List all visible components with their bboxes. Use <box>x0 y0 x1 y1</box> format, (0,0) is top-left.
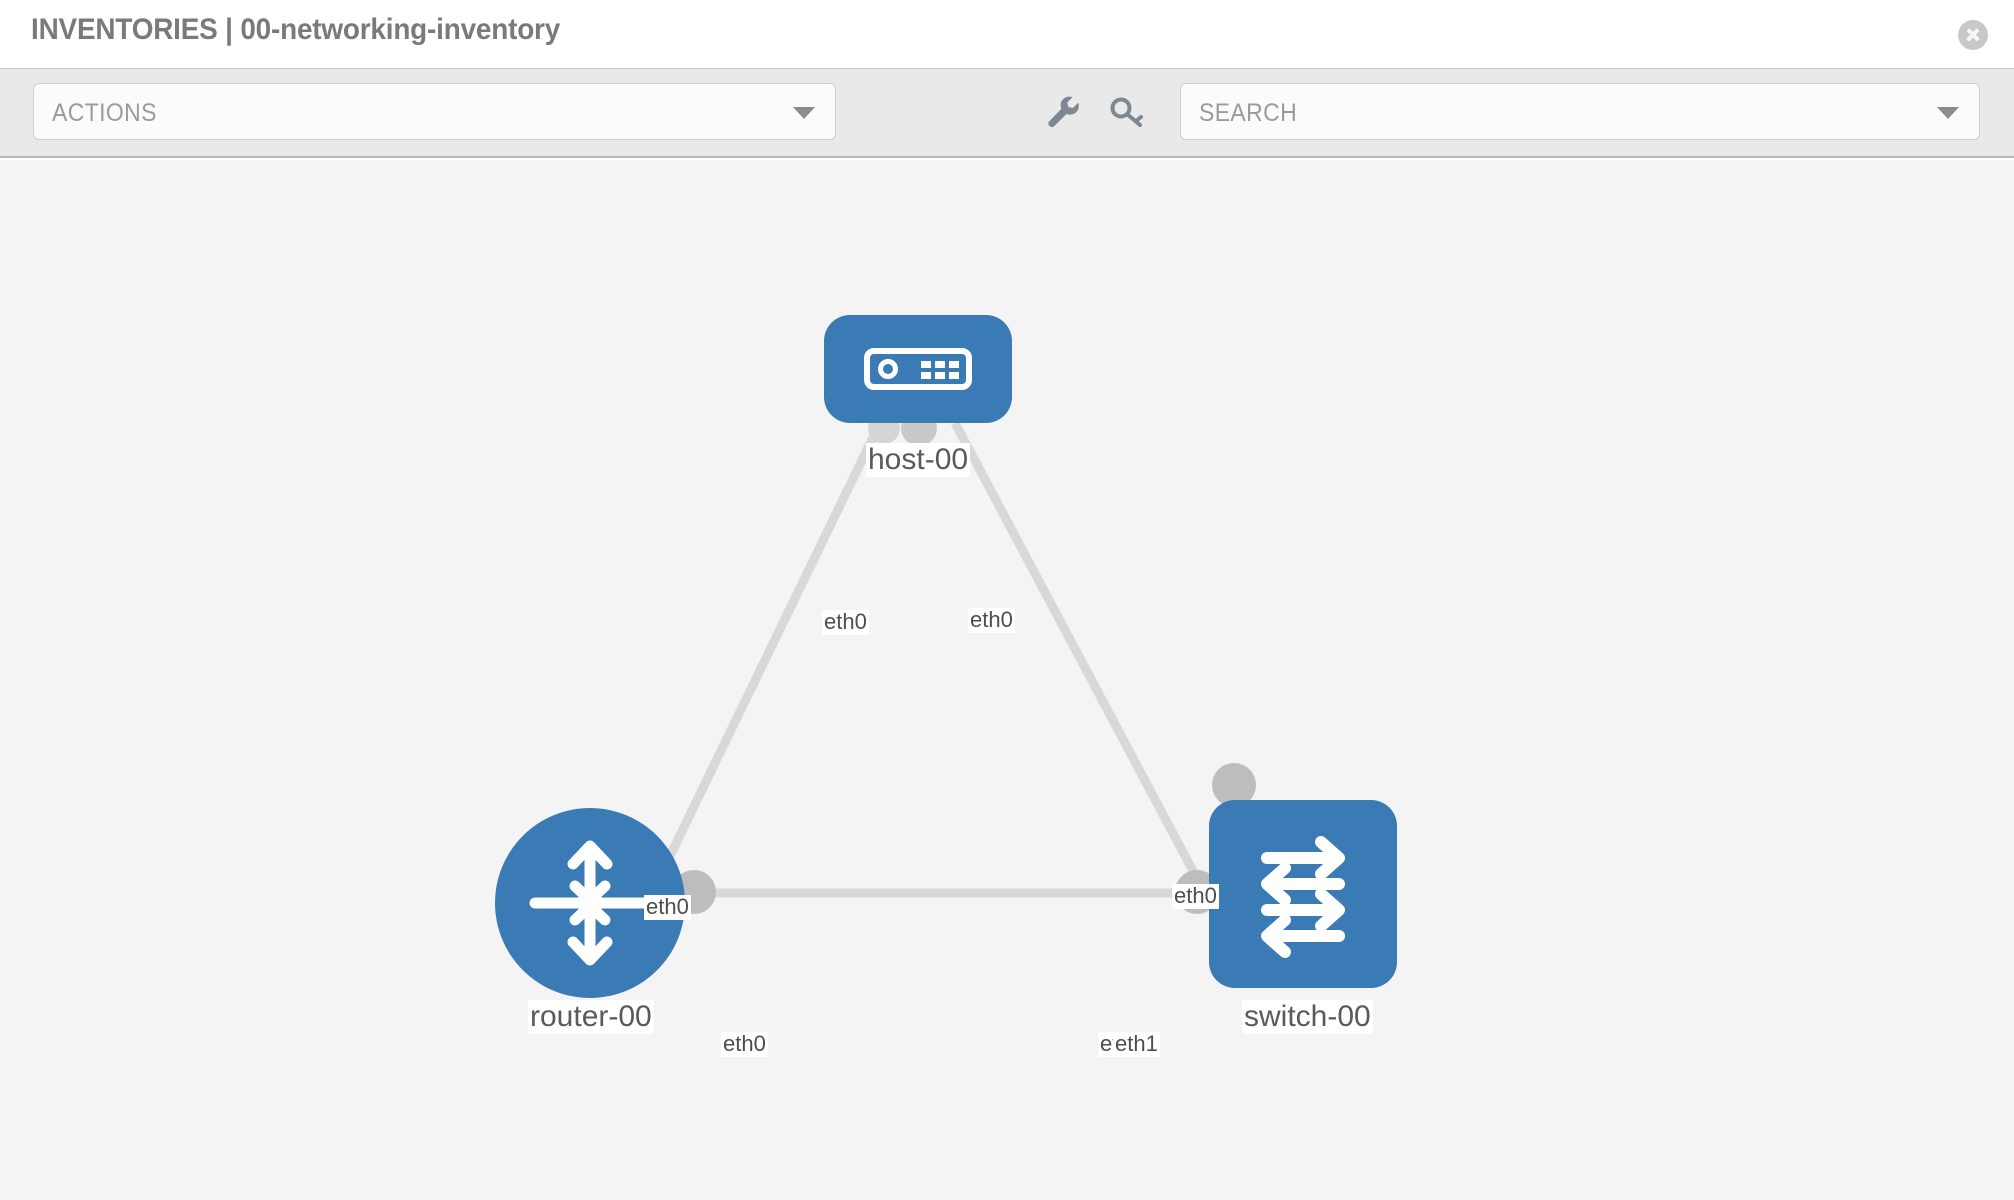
topology-canvas[interactable]: host-00 router-0 <box>0 160 2014 1200</box>
node-label-switch-00: switch-00 <box>1242 1000 1373 1034</box>
actions-dropdown[interactable]: ACTIONS <box>33 83 836 140</box>
chevron-down-icon[interactable] <box>1937 106 1959 119</box>
interface-label-host-right: eth0 <box>968 607 1015 633</box>
node-host-00[interactable] <box>824 315 1012 423</box>
actions-dropdown-label: ACTIONS <box>52 99 157 127</box>
connector-switch-top <box>1212 763 1256 807</box>
router-arrows-icon <box>529 840 651 966</box>
link-host-router <box>663 421 885 862</box>
page-header: INVENTORIES | 00-networking-inventory <box>0 0 2014 68</box>
interface-label-router-up: eth0 <box>644 894 691 920</box>
page-title: INVENTORIES | 00-networking-inventory <box>31 13 561 46</box>
close-icon[interactable] <box>1958 20 1988 50</box>
search-placeholder: SEARCH <box>1199 99 1298 127</box>
wrench-icon[interactable] <box>1041 91 1083 133</box>
node-label-router-00: router-00 <box>528 1000 654 1034</box>
node-label-host-00: host-00 <box>866 443 971 477</box>
server-icon <box>864 348 972 390</box>
interface-label-host-left: eth0 <box>822 609 869 635</box>
search-input[interactable]: SEARCH <box>1180 83 1980 140</box>
toolbar: ACTIONS SEARCH <box>0 68 2014 158</box>
key-icon[interactable] <box>1106 91 1148 133</box>
node-switch-00[interactable] <box>1209 800 1397 988</box>
switch-arrows-icon <box>1261 836 1345 958</box>
interface-label-switch-up: eth0 <box>1172 883 1219 909</box>
chevron-down-icon <box>793 106 815 119</box>
interface-label-switch-left-over: eth1 <box>1113 1031 1160 1057</box>
interface-label-router-right: eth0 <box>721 1031 768 1057</box>
link-host-switch <box>951 420 1239 953</box>
